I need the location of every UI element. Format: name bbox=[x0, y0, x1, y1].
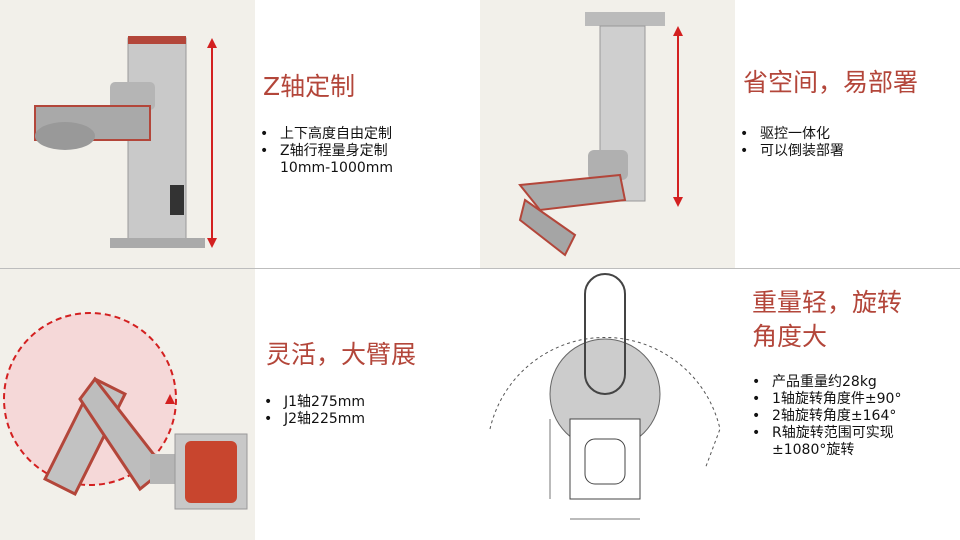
bullet-continued: 10mm-1000mm bbox=[280, 160, 394, 176]
robot-z-axis-image bbox=[0, 0, 255, 268]
title-z-axis: Z轴定制 bbox=[263, 72, 356, 101]
bullet: 产品重量约28kg bbox=[750, 374, 901, 391]
bullet: Z轴行程量身定制 bbox=[258, 143, 393, 160]
title-line-1: 重量轻，旋转 bbox=[752, 288, 903, 317]
title-long-reach: 灵活，大臂展 bbox=[266, 340, 417, 369]
bullet: R轴旋转范围可实现 bbox=[750, 425, 901, 442]
bullets-space-saving: 驱控一体化 可以倒装部署 bbox=[738, 126, 844, 160]
bullet: 驱控一体化 bbox=[738, 126, 844, 143]
title-space-saving: 省空间，易部署 bbox=[743, 68, 919, 97]
title-line-2: 角度大 bbox=[752, 322, 828, 351]
bullet: 1轴旋转角度件±90° bbox=[750, 391, 901, 408]
robot-inverted-image bbox=[480, 0, 735, 268]
bullets-long-reach: J1轴275mm J2轴225mm bbox=[262, 394, 365, 428]
divider bbox=[0, 268, 960, 269]
bullets-z-axis: 上下高度自由定制 Z轴行程量身定制 10mm-1000mm bbox=[258, 126, 393, 177]
bullet: 上下高度自由定制 bbox=[258, 126, 393, 143]
workspace-drawing bbox=[480, 269, 735, 540]
bullets-lightweight: 产品重量约28kg 1轴旋转角度件±90° 2轴旋转角度±164° R轴旋转范围… bbox=[750, 374, 901, 459]
bullet: J2轴225mm bbox=[262, 411, 365, 428]
title-lightweight: 重量轻，旋转 角度大 bbox=[752, 286, 902, 354]
robot-arm-reach-image bbox=[0, 269, 255, 540]
bullet: J1轴275mm bbox=[262, 394, 365, 411]
bullet: 2轴旋转角度±164° bbox=[750, 408, 901, 425]
bullet-continued: ±1080°旋转 bbox=[772, 442, 855, 458]
bullet: 可以倒装部署 bbox=[738, 143, 844, 160]
